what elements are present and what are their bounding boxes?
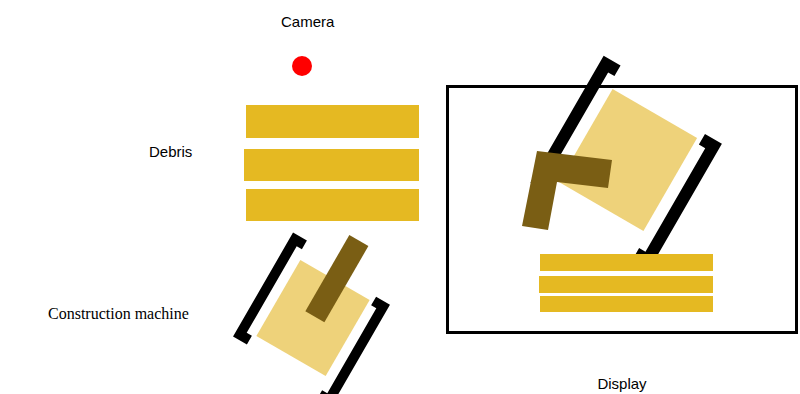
camera-label: Camera — [281, 13, 334, 31]
camera-dot — [292, 56, 312, 76]
display-view — [522, 56, 730, 312]
machine-arm — [522, 151, 612, 230]
debris-bar — [540, 254, 713, 271]
machine-label: Construction machine — [48, 305, 189, 323]
machine-track — [633, 134, 722, 268]
machine-track — [233, 233, 307, 345]
machine-arm — [305, 235, 368, 322]
debris-bar — [246, 105, 419, 138]
debris-bar — [539, 276, 713, 293]
debris-pile — [244, 105, 419, 221]
display-frame: Display — [446, 85, 798, 334]
debris-label: Debris — [149, 143, 192, 161]
display-label: Display — [449, 375, 795, 393]
debris-bar — [246, 189, 419, 221]
debris-bar — [540, 296, 713, 312]
debris-bar — [244, 149, 419, 181]
construction-machine — [227, 210, 410, 394]
